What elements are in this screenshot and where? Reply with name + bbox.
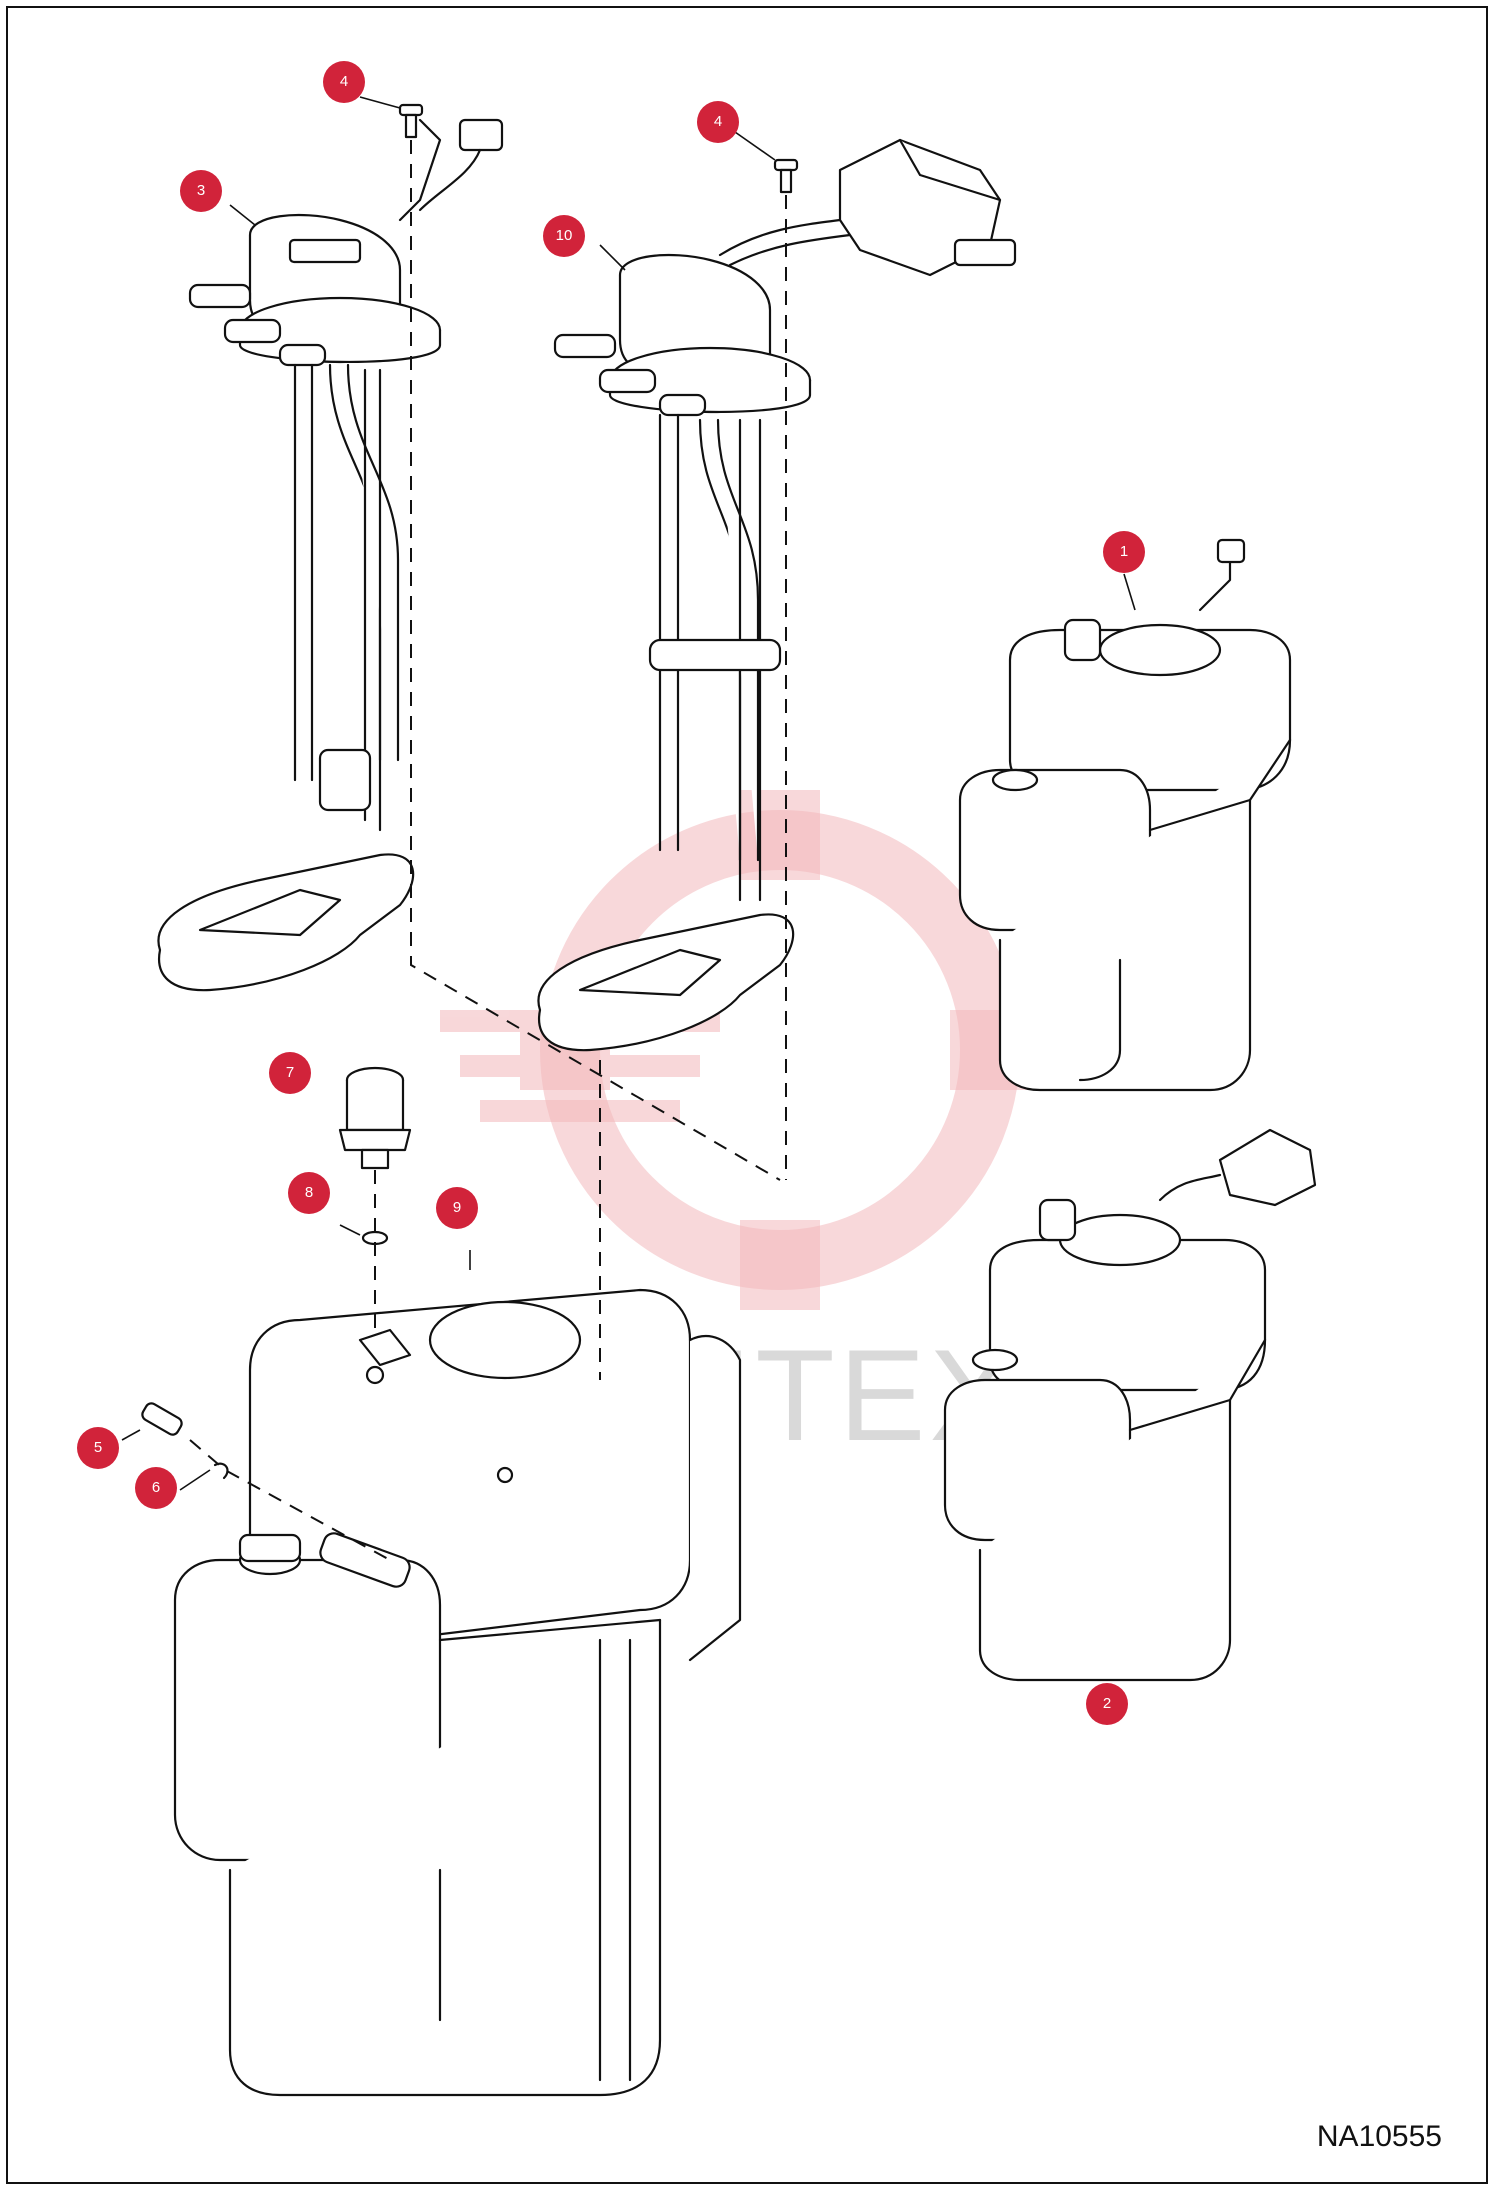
callout-sender-left: 3 xyxy=(180,170,222,212)
callout-sender-center: 10 xyxy=(543,215,585,257)
page-frame xyxy=(6,6,1488,2184)
callout-tank-assembly-2: 2 xyxy=(1086,1683,1128,1725)
screw-right xyxy=(773,158,799,194)
dashed-guides xyxy=(189,140,787,1561)
vent-cap-7 xyxy=(338,1066,412,1170)
callout-fitting: 5 xyxy=(77,1427,119,1469)
callout-screw-left: 4 xyxy=(323,61,365,103)
callout-screw-right: 4 xyxy=(697,101,739,143)
leader-lines xyxy=(121,96,1136,1710)
drawing-id-label: NA10555 xyxy=(1316,2120,1442,2153)
screw-left xyxy=(398,103,424,139)
tank-assembly-2 xyxy=(943,1128,1317,1682)
fuel-sender-unit-center xyxy=(537,138,1017,1052)
callout-o-ring: 8 xyxy=(288,1172,330,1214)
callout-tank-assembly-1: 1 xyxy=(1103,531,1145,573)
tank-assembly-1 xyxy=(958,538,1292,1092)
callout-vent-cap: 7 xyxy=(269,1052,311,1094)
fitting-5 xyxy=(141,1402,183,1436)
clip-6 xyxy=(213,1462,229,1480)
main-tank-9 xyxy=(173,1288,742,2097)
callout-main-tank: 9 xyxy=(436,1187,478,1229)
callout-clip: 6 xyxy=(135,1467,177,1509)
fuel-sender-unit-left xyxy=(157,118,504,992)
